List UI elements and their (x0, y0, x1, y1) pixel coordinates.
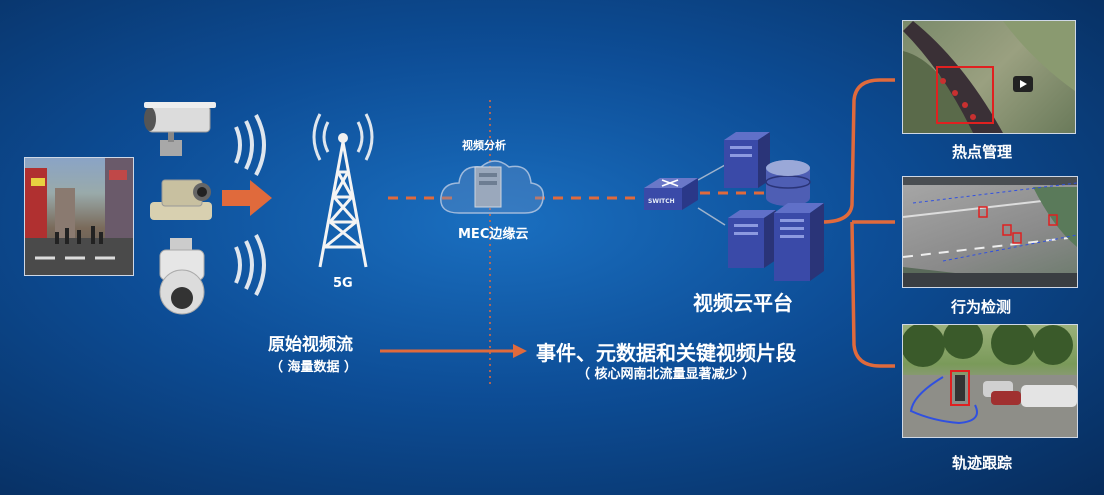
box-camera-icon (150, 179, 212, 220)
server-top-icon (724, 132, 770, 188)
edge-cloud-icon (440, 160, 544, 214)
brace-top (821, 78, 895, 224)
database-icon (765, 160, 811, 206)
events-sub-label: （ 核心网南北流量显著减少 ） (577, 367, 756, 382)
road-behavior-photo (902, 176, 1078, 288)
arrow-right-icon (222, 180, 272, 216)
output-label-2: 轨迹跟踪 (952, 454, 1013, 472)
street-camera-photo (24, 157, 134, 276)
brace-bottom (850, 221, 895, 368)
platform-label: 视频云平台 (693, 291, 793, 315)
raw-stream-label: 原始视频流 (268, 335, 353, 355)
video-analysis-label: 视频分析 (462, 139, 506, 152)
5g-tower-icon (312, 113, 374, 268)
parking-track-photo (902, 324, 1078, 438)
network-switch-icon (644, 178, 698, 210)
events-label: 事件、元数据和关键视频片段 (536, 341, 796, 365)
switch-label: SWITCH (648, 198, 675, 205)
signal-waves-bottom-icon (234, 234, 266, 296)
server-rack-left-icon (728, 210, 776, 268)
mec-label: MEC边缘云 (458, 227, 529, 242)
raw-stream-sub-label: （ 海量数据 ） (270, 360, 358, 375)
server-rack-right-icon (774, 203, 824, 281)
crowd-hotspot-photo (902, 20, 1076, 134)
signal-waves-top-icon (234, 114, 266, 176)
output-label-1: 行为检测 (951, 298, 1012, 316)
output-label-0: 热点管理 (952, 143, 1013, 161)
tower-label: 5G (333, 276, 353, 291)
dome-camera-icon (159, 238, 205, 315)
bullet-camera-icon (144, 102, 216, 156)
flow-arrow-head (513, 344, 527, 358)
